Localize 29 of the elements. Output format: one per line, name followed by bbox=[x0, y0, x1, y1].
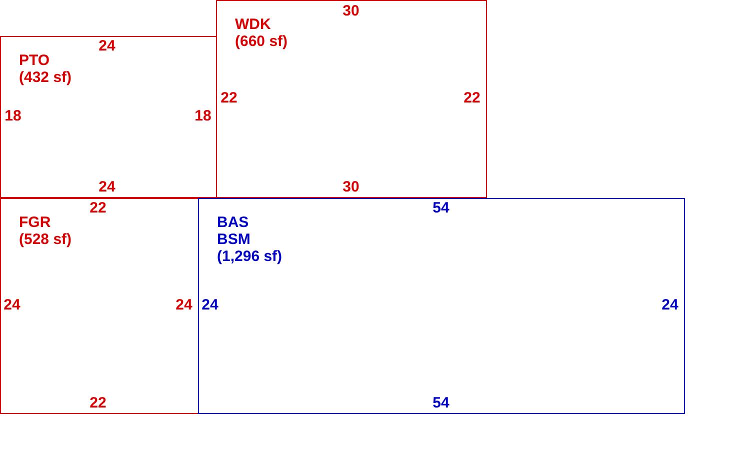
dimension-label: 54 bbox=[432, 394, 450, 412]
dimension-label: 22 bbox=[90, 394, 106, 412]
dimension-label: 24 bbox=[662, 296, 678, 314]
room-label: PTO bbox=[19, 52, 50, 69]
dimension-label: 24 bbox=[98, 178, 116, 196]
room-label: (528 sf) bbox=[19, 231, 72, 248]
dimension-label: 22 bbox=[90, 200, 106, 216]
dimension-label: 30 bbox=[342, 2, 360, 20]
dimension-label: 22 bbox=[220, 90, 238, 106]
dimension-label: 30 bbox=[342, 178, 360, 196]
room-label: FGR bbox=[19, 214, 51, 231]
room-label: WDK bbox=[235, 16, 271, 33]
room-label: (432 sf) bbox=[19, 69, 72, 86]
dimension-label: 54 bbox=[432, 200, 450, 216]
room-outline bbox=[0, 36, 217, 198]
room-outline bbox=[198, 198, 685, 414]
dimension-label: 24 bbox=[98, 38, 116, 54]
dimension-label: 24 bbox=[202, 296, 218, 314]
dimension-label: 18 bbox=[194, 108, 212, 124]
dimension-label: 22 bbox=[464, 90, 480, 106]
dimension-label: 18 bbox=[4, 108, 22, 124]
room-label: BSM bbox=[217, 231, 250, 248]
dimension-label: 24 bbox=[176, 296, 192, 314]
room-outline bbox=[0, 198, 199, 414]
room-outline bbox=[216, 0, 487, 198]
room-label: (660 sf) bbox=[235, 33, 288, 50]
dimension-label: 24 bbox=[4, 296, 20, 314]
room-label: BAS bbox=[217, 214, 249, 231]
room-label: (1,296 sf) bbox=[217, 248, 282, 265]
